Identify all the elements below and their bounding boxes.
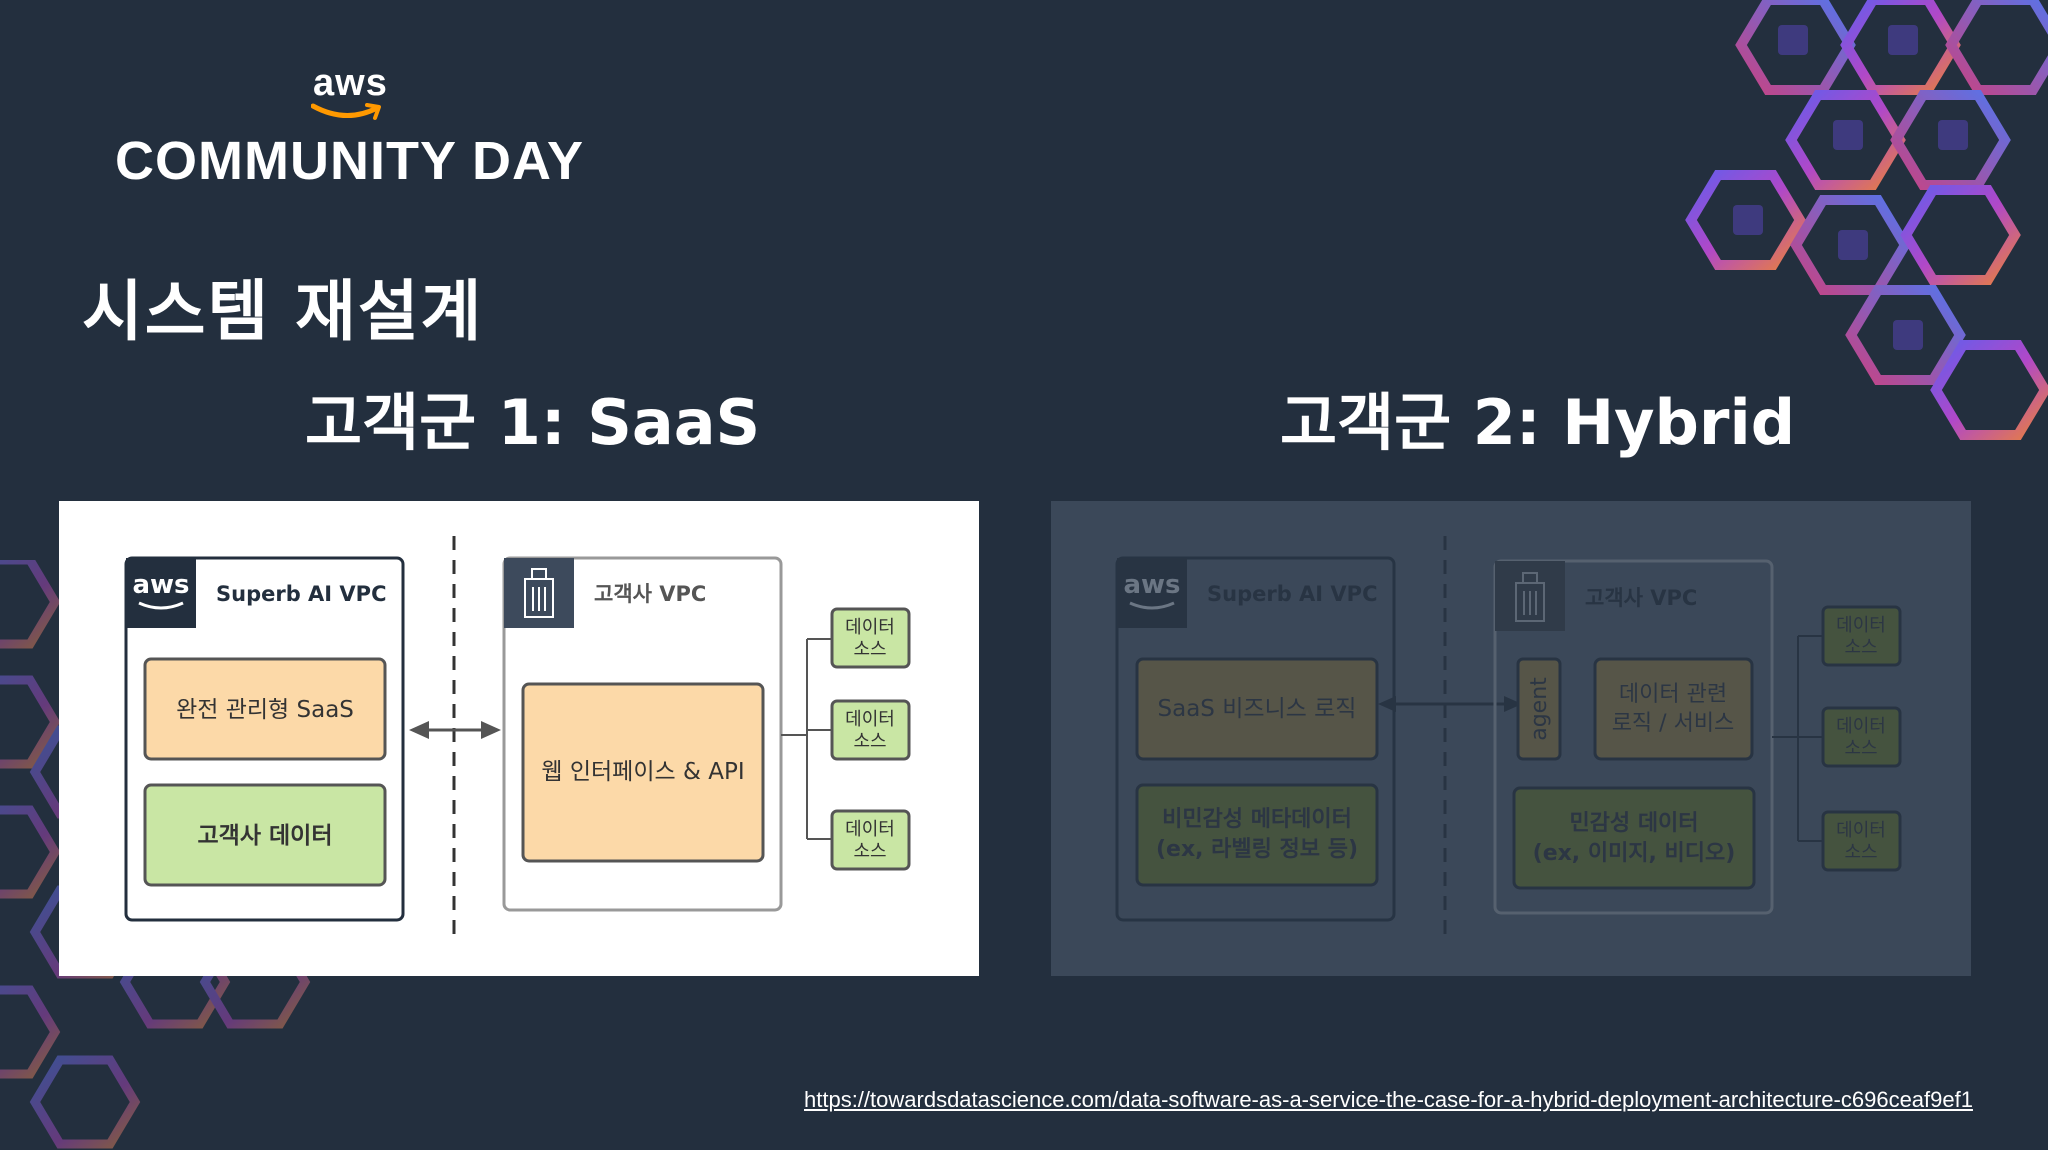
aws-smile-icon xyxy=(311,103,381,120)
building-icon xyxy=(524,568,554,618)
data-source-label: 데이터 xyxy=(1836,615,1886,636)
data-source-label: 소스 xyxy=(1844,842,1877,863)
data-source-label: 소스 xyxy=(1844,738,1877,759)
business-logic-box xyxy=(1135,657,1379,761)
arrow-head-right-icon xyxy=(1504,696,1522,712)
agent-box xyxy=(1516,657,1562,761)
building-icon xyxy=(1515,572,1545,622)
business-logic-label: SaaS 비즈니스 로직 xyxy=(1158,696,1357,722)
web-api-label: 웹 인터페이스 & API xyxy=(541,759,744,785)
aws-smile-icon xyxy=(1129,601,1175,610)
data-source-connectors xyxy=(1772,635,1823,842)
hybrid-group-title: 고객군 2: Hybrid xyxy=(1280,386,1796,459)
agent-label: agent xyxy=(1527,677,1552,741)
data-source-label: 데이터 xyxy=(1836,716,1886,737)
event-name: COMMUNITY DAY xyxy=(115,131,585,191)
hybrid-architecture-diagram: aws Superb AI VPC SaaS 비즈니스 로직 비민감성 메타데이… xyxy=(1051,501,1971,976)
saas-diagram-svg: aws Superb AI VPC 완전 관리형 SaaS 고객사 데이터 xyxy=(124,536,911,941)
managed-saas-box xyxy=(143,657,387,761)
web-api-box xyxy=(521,682,765,863)
data-source-connectors xyxy=(781,638,832,840)
customer-vpc-label: 고객사 VPC xyxy=(1585,586,1697,610)
meta-data-box xyxy=(1135,783,1379,887)
data-source-label: 소스 xyxy=(1844,637,1877,658)
arrow-head-left-icon xyxy=(1378,696,1396,712)
data-source-2: 데이터 소스 xyxy=(1821,706,1902,768)
data-source-2: 데이터 소스 xyxy=(830,699,911,761)
superb-ai-vpc-label: Superb AI VPC xyxy=(216,582,386,606)
hybrid-diagram-svg: aws Superb AI VPC SaaS 비즈니스 로직 비민감성 메타데이… xyxy=(1115,536,1902,941)
aws-tag-box xyxy=(1117,558,1187,628)
hex-pattern-decoration xyxy=(1685,0,2048,440)
sensitive-data-box xyxy=(1512,786,1756,890)
arrow-head-left-icon xyxy=(409,721,429,739)
data-source-label: 데이터 xyxy=(1836,820,1886,841)
data-logic-label-2: 로직 / 서비스 xyxy=(1612,711,1735,736)
superb-ai-vpc-box xyxy=(1115,556,1396,922)
managed-saas-label: 완전 관리형 SaaS xyxy=(176,697,354,723)
meta-data-label: 비민감성 메타데이터 xyxy=(1162,807,1352,832)
data-source-3: 데이터 소스 xyxy=(830,809,911,871)
data-source-label: 데이터 xyxy=(845,709,895,730)
bottom-border xyxy=(0,1150,2048,1152)
data-source-label: 데이터 xyxy=(845,617,895,638)
aws-community-day-logo: aws COMMUNITY DAY xyxy=(115,62,595,192)
meta-data-example: (ex, 라벨링 정보 등) xyxy=(1156,837,1358,862)
saas-architecture-diagram: aws Superb AI VPC 완전 관리형 SaaS 고객사 데이터 xyxy=(59,501,979,976)
superb-ai-vpc-label: Superb AI VPC xyxy=(1207,582,1377,606)
data-source-1: 데이터 소스 xyxy=(830,607,911,669)
data-logic-box xyxy=(1593,657,1754,761)
data-source-3: 데이터 소스 xyxy=(1821,810,1902,872)
aws-smile-icon xyxy=(138,601,184,610)
customer-data-box xyxy=(143,783,387,887)
data-source-label: 소스 xyxy=(853,639,886,660)
aws-wordmark: aws xyxy=(313,62,388,104)
aws-tag-label: aws xyxy=(1123,570,1180,600)
data-logic-label: 데이터 관련 xyxy=(1619,682,1727,707)
data-source-label: 데이터 xyxy=(845,819,895,840)
saas-group-title: 고객군 1: SaaS xyxy=(305,386,761,459)
aws-tag-box xyxy=(126,558,196,628)
arrow-head-right-icon xyxy=(481,721,501,739)
data-source-label: 소스 xyxy=(853,841,886,862)
source-link[interactable]: https://towardsdatascience.com/data-soft… xyxy=(804,1087,1973,1112)
data-source-1: 데이터 소스 xyxy=(1821,605,1902,667)
customer-vpc-label: 고객사 VPC xyxy=(594,582,706,606)
aws-tag-label: aws xyxy=(132,570,189,600)
slide-title: 시스템 재설계 xyxy=(82,273,484,350)
customer-data-label: 고객사 데이터 xyxy=(198,823,333,849)
data-source-label: 소스 xyxy=(853,731,886,752)
sensitive-data-example: (ex, 이미지, 비디오) xyxy=(1533,841,1736,866)
sensitive-data-label: 민감성 데이터 xyxy=(1569,811,1698,836)
